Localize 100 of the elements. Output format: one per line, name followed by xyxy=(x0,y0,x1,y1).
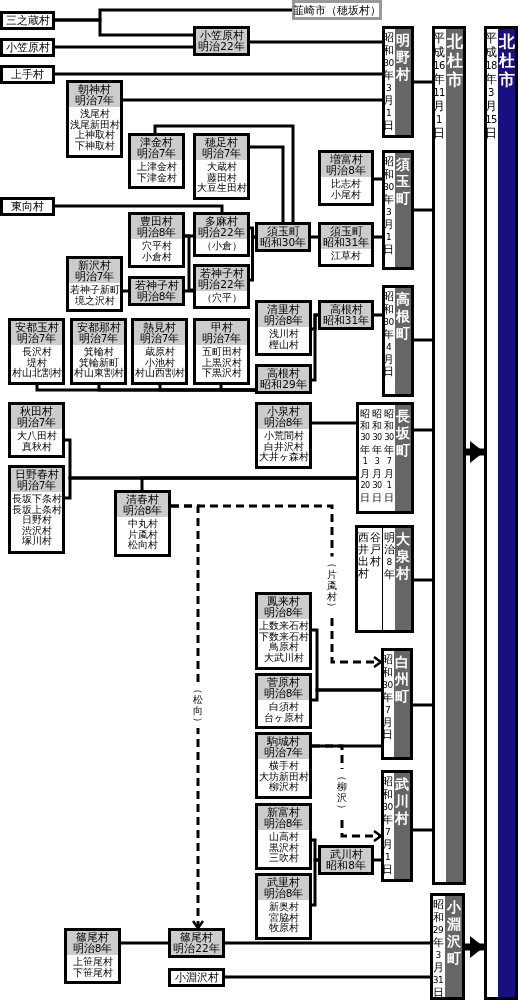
village-name: 小倉村 xyxy=(141,251,172,262)
village-name: 柳沢村 xyxy=(268,782,299,793)
village-name: 下笹尾村 xyxy=(72,967,113,978)
connector-line xyxy=(250,40,382,44)
connector-line xyxy=(312,421,356,425)
connector-line xyxy=(185,289,193,293)
year-label: 明治22年 xyxy=(198,279,245,290)
town-name: 高根町 xyxy=(395,291,411,342)
connector-line xyxy=(414,578,432,582)
year-label: 昭和8年 xyxy=(326,860,366,871)
town-bar xyxy=(382,285,414,397)
year-label: 明治7年 xyxy=(16,480,57,491)
merged-village-box xyxy=(255,732,312,799)
connector-line xyxy=(374,858,381,862)
village-name: 山高村 xyxy=(268,832,299,842)
arrow xyxy=(171,504,205,930)
village-name: 浅川村 xyxy=(268,329,299,340)
village-name: 上黒沢村 xyxy=(201,357,242,368)
year-label: 明治7年 xyxy=(78,333,119,344)
year-label: 明治7年 xyxy=(201,333,242,344)
town-bar xyxy=(432,26,466,885)
village-name: 小笠原村 xyxy=(5,42,50,53)
year-label: 明治22年 xyxy=(198,227,245,238)
village-name: 東向村 xyxy=(11,201,44,212)
village-name: 真秋村 xyxy=(21,441,52,452)
year-label: 明治7年 xyxy=(74,95,115,106)
year-label: 明治7年 xyxy=(139,333,180,344)
village-name: 大井ヶ森村 xyxy=(258,452,309,463)
year-label: 明治22年 xyxy=(198,41,245,52)
town-name: 白州町 xyxy=(394,654,410,705)
merged-village-box xyxy=(318,222,374,267)
village-name: 鳥原村 xyxy=(268,642,299,653)
merged-village-box xyxy=(128,133,185,189)
date-label: 谷戸村 xyxy=(369,531,381,567)
connector-line xyxy=(312,838,318,862)
village-name: 黒沢村 xyxy=(268,842,299,853)
year-label: 明治8年 xyxy=(122,505,163,516)
year-label: 昭和30年 xyxy=(259,237,307,248)
town-bar xyxy=(355,525,414,633)
village-name: 甲村 xyxy=(210,322,233,333)
village-name: 松向村 xyxy=(127,540,158,551)
village-name: 篠尾村 xyxy=(180,932,213,943)
year-label: 明治22年 xyxy=(173,943,220,954)
village-name: 箕輪村 xyxy=(83,347,114,358)
connector-line xyxy=(249,235,256,282)
village-name: 須玉町 xyxy=(329,226,363,237)
merged-village-box xyxy=(255,300,312,356)
village-name: 増富村 xyxy=(329,154,363,165)
connector-line xyxy=(312,688,381,702)
connector-line xyxy=(55,72,382,76)
year-label: 明治7年 xyxy=(201,148,242,159)
year-label: 明治8年 xyxy=(263,888,304,899)
village-name: 大豆生田村 xyxy=(196,183,247,194)
village-name: 菅原村 xyxy=(267,677,300,688)
connector-line xyxy=(185,234,193,292)
merged-village-box xyxy=(131,318,188,385)
village-name: 大武川村 xyxy=(263,652,304,663)
connector-line xyxy=(55,204,224,212)
village-name: 小荒間村 xyxy=(263,431,304,442)
village-name: 駒城村 xyxy=(267,736,300,747)
town-name: 須玉町 xyxy=(395,156,411,207)
village-name: 多麻村 xyxy=(205,216,238,227)
village-name: 清春村 xyxy=(126,494,159,505)
village-name: 下数来石村 xyxy=(258,631,309,642)
merged-village-box xyxy=(64,928,121,984)
edge-label: （片颪村） xyxy=(326,556,338,614)
connector-line xyxy=(414,80,432,84)
connector-line xyxy=(55,18,193,37)
year-label: 明治8年 xyxy=(263,818,304,829)
village-name: 大八田村 xyxy=(16,431,57,441)
village-box xyxy=(0,38,55,57)
village-name: 若神子村 xyxy=(199,268,244,279)
connector-line xyxy=(123,289,128,293)
merged-village-box xyxy=(255,592,312,670)
village-name: 小池村 xyxy=(144,357,175,368)
connector-line xyxy=(414,428,432,432)
village-name: 箕輪新町 xyxy=(78,357,119,368)
village-box xyxy=(0,197,55,216)
village-name: 小泉村 xyxy=(267,406,300,417)
connector-line xyxy=(153,124,295,222)
village-name: 武里村 xyxy=(267,877,300,888)
village-name: 日野春村 xyxy=(14,469,59,480)
village-name: 長坂下条村 xyxy=(11,494,62,504)
town-bar xyxy=(356,402,414,514)
village-name: 若神子村 xyxy=(134,280,179,291)
connector-line xyxy=(311,235,318,239)
village-name: 江草村 xyxy=(331,251,361,262)
date-label: 昭和30年7月1日 xyxy=(383,408,395,503)
city-bar xyxy=(484,26,518,1000)
village-name: 浅尾村 xyxy=(79,109,110,120)
date-label: 西井出村 xyxy=(357,531,369,579)
merged-village-box xyxy=(193,212,250,257)
connector-line xyxy=(413,703,432,707)
village-name: 上津金村 xyxy=(136,162,177,173)
village-name: 上手村 xyxy=(11,69,44,80)
village-name: 五町田村 xyxy=(201,347,242,357)
connector-line xyxy=(312,313,318,382)
year-label: 昭和31年 xyxy=(322,315,370,326)
village-name: 堤村 xyxy=(26,357,47,368)
village-name: 白須村 xyxy=(268,702,299,712)
